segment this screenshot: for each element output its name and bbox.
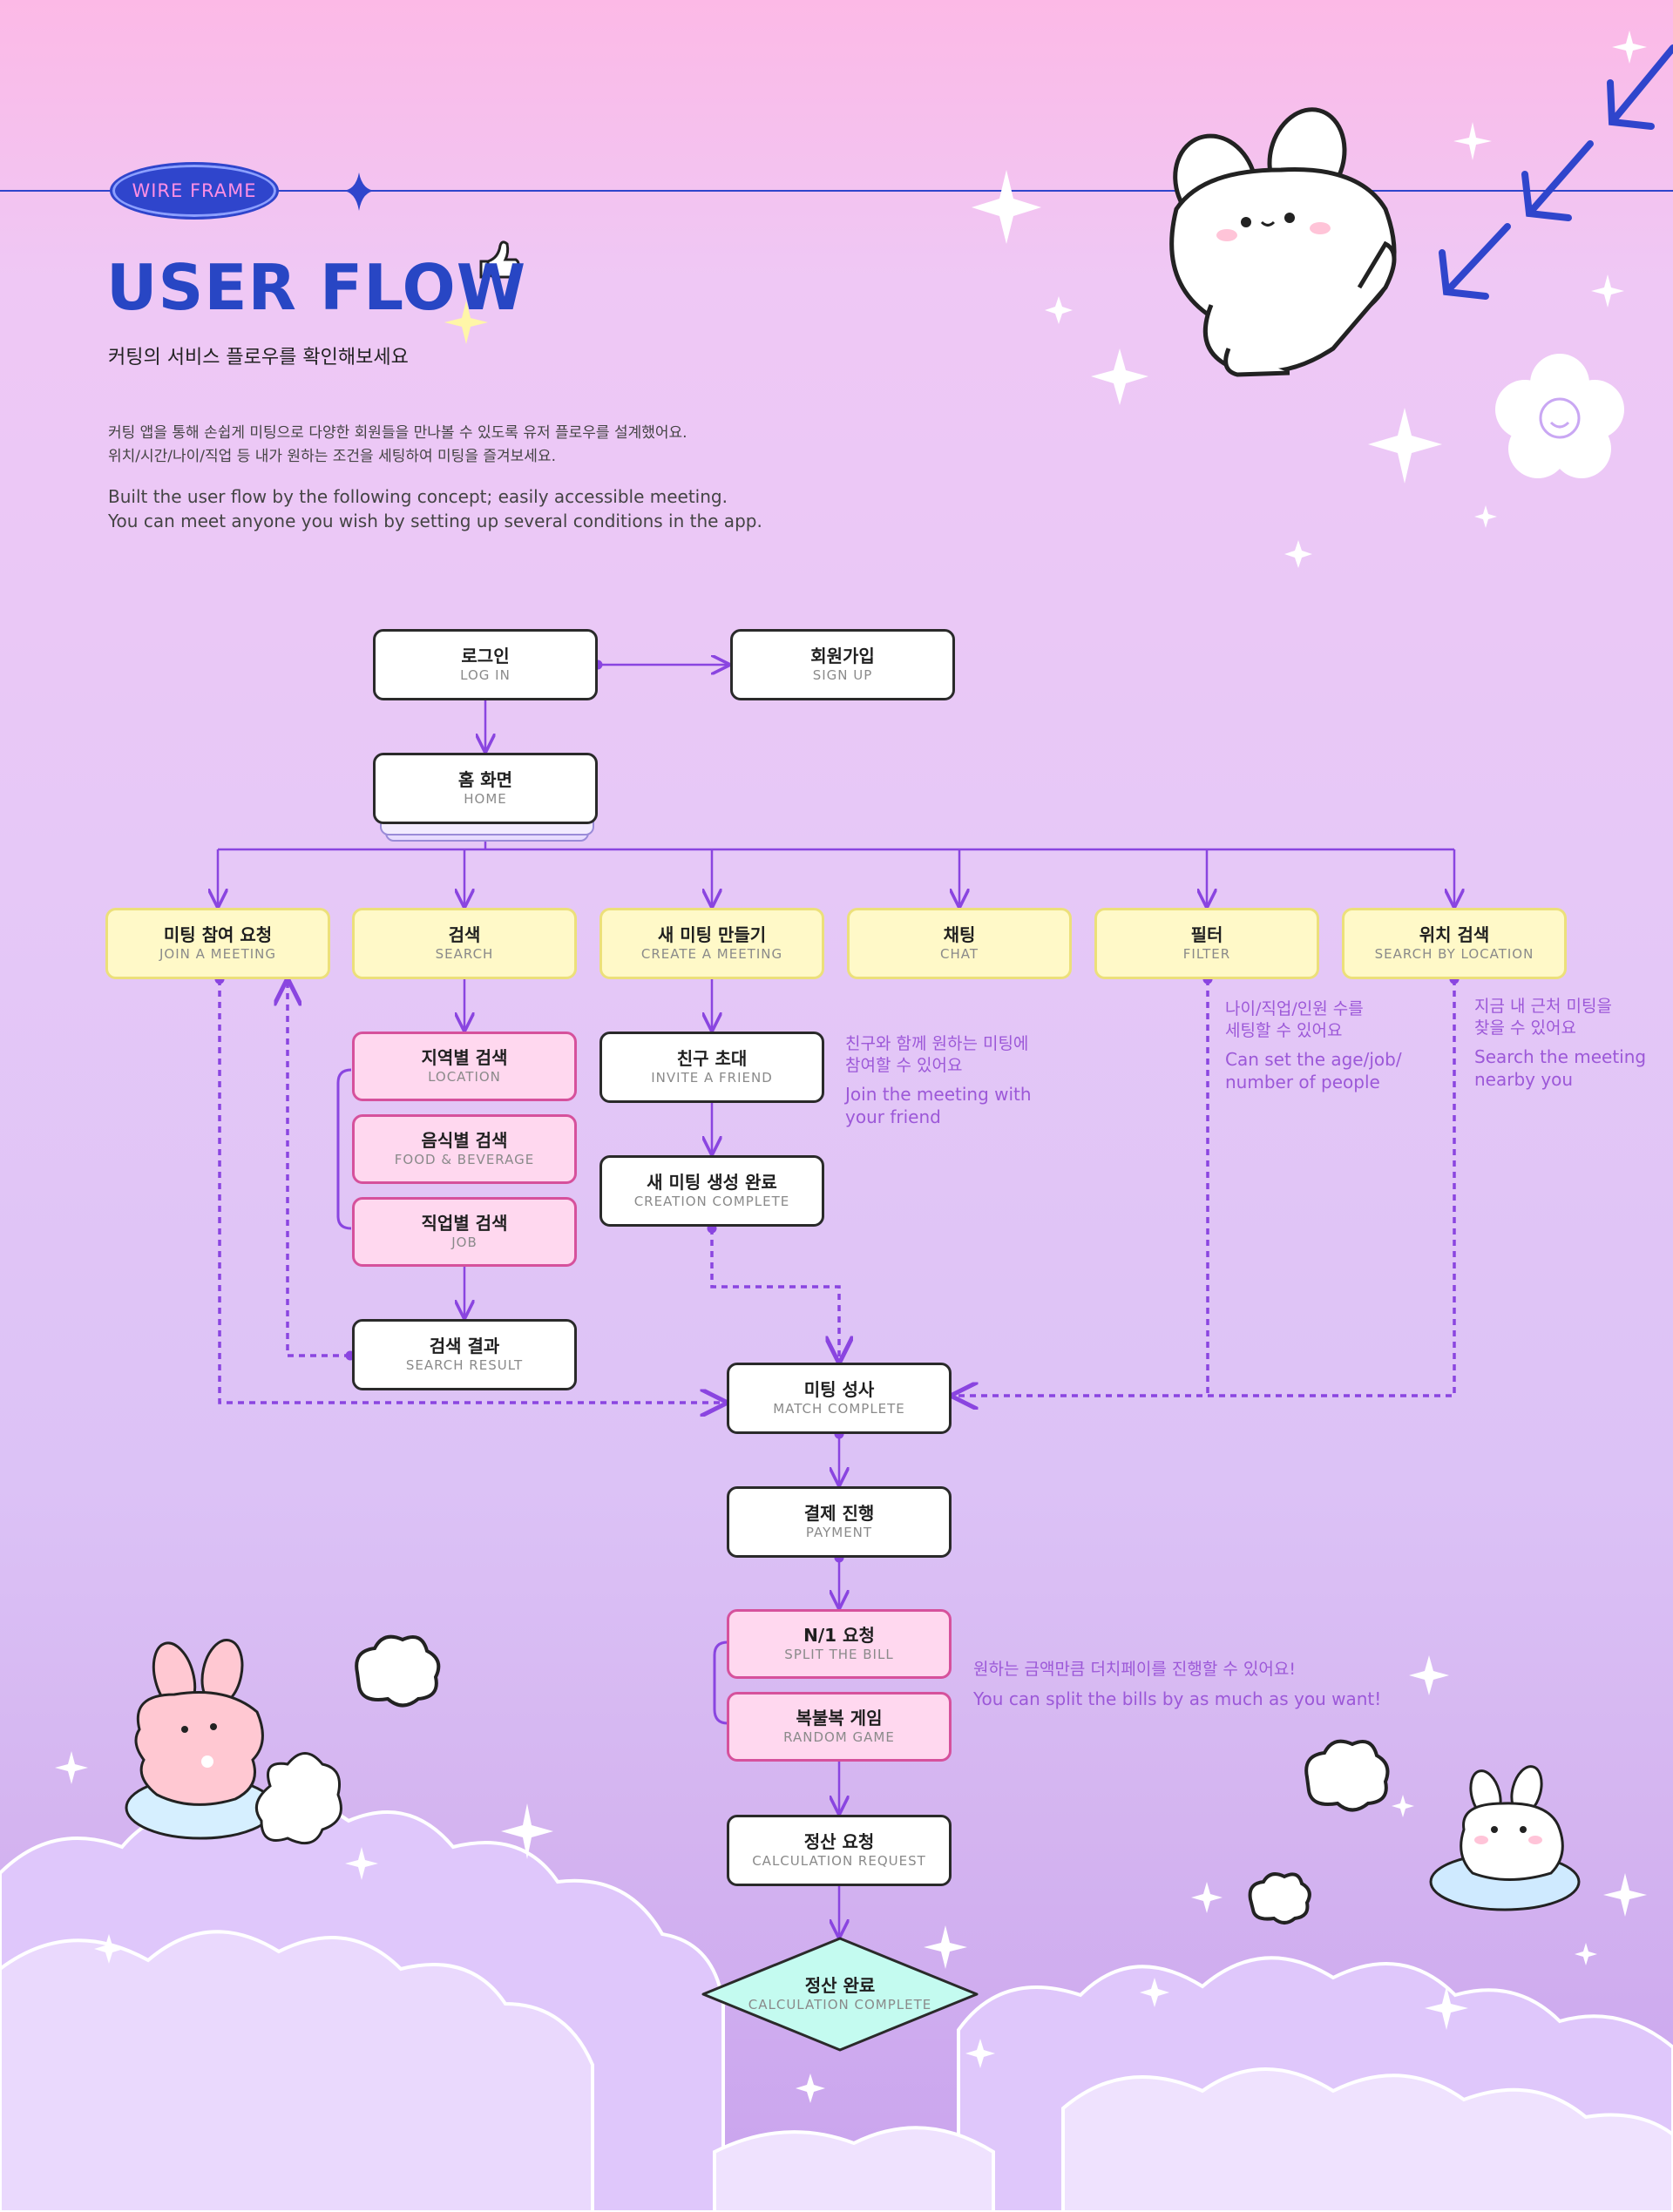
cloud-icon	[355, 1634, 1390, 1925]
node-label: 필터	[1190, 924, 1223, 946]
node-sublabel: FOOD & BEVERAGE	[394, 1152, 535, 1168]
sparkle-icon	[972, 30, 1647, 568]
note-korean: 원하는 금액만큼 더치페이를 진행할 수 있어요!	[973, 1660, 1296, 1679]
node-label: 새 미팅 생성 완료	[647, 1172, 777, 1194]
node-label: 미팅 참여 요청	[163, 924, 273, 946]
node-sublabel: RANDOM GAME	[783, 1729, 895, 1746]
node-login: 로그인 LOG IN	[373, 629, 598, 700]
node-label: 결제 진행	[803, 1503, 875, 1525]
note-english: You can split the bills by as much as yo…	[973, 1688, 1382, 1709]
node-chat: 채팅 CHAT	[847, 908, 1072, 979]
node-label: 새 미팅 만들기	[657, 924, 767, 946]
cloud-icon	[0, 1797, 1673, 2212]
thumbs-up-icon	[479, 240, 520, 279]
node-label: 검색	[448, 924, 481, 946]
node-search-food: 음식별 검색 FOOD & BEVERAGE	[352, 1114, 577, 1184]
sparkle-icon	[342, 172, 376, 211]
bunny-mascot-icon	[125, 1639, 342, 1845]
note-english: Join the meeting with your friend	[845, 1084, 1032, 1128]
note-korean: 친구와 함께 원하는 미팅에 참여할 수 있어요	[845, 1034, 1029, 1075]
diamond-shape	[701, 1937, 979, 2052]
node-label: 검색 결과	[429, 1336, 500, 1357]
node-sublabel: CALCULATION COMPLETE	[748, 1997, 932, 2013]
node-filter: 필터 FILTER	[1094, 908, 1319, 979]
note-korean: 나이/직업/인원 수를 세팅할 수 있어요	[1225, 999, 1364, 1040]
description-korean: 커팅 앱을 통해 손쉽게 미팅으로 다양한 회원들을 만나볼 수 있도록 유저 …	[108, 424, 687, 466]
node-home: 홈 화면 HOME	[373, 753, 598, 824]
flower-icon	[1495, 354, 1624, 478]
node-label: 채팅	[943, 924, 976, 946]
node-label: 직업별 검색	[421, 1213, 508, 1235]
note-korean: 지금 내 근처 미팅을 찾을 수 있어요	[1474, 997, 1612, 1038]
node-search-by-location: 위치 검색 SEARCH BY LOCATION	[1342, 908, 1567, 979]
node-sublabel: JOIN A MEETING	[159, 946, 276, 963]
page-subtitle: 커팅의 서비스 플로우를 확인해보세요	[108, 347, 409, 369]
node-sublabel: LOCATION	[428, 1069, 501, 1086]
node-search-job: 직업별 검색 JOB	[352, 1197, 577, 1267]
node-sublabel: SEARCH	[435, 946, 494, 963]
node-search-location: 지역별 검색 LOCATION	[352, 1032, 577, 1101]
node-match-complete: 미팅 성사 MATCH COMPLETE	[727, 1363, 952, 1434]
note-location: 지금 내 근처 미팅을 찾을 수 있어요 Search the meeting …	[1474, 996, 1646, 1091]
node-sublabel: LOG IN	[460, 667, 511, 684]
arrow-icon	[1439, 44, 1673, 300]
node-label: 회원가입	[810, 646, 875, 667]
bunny-mascot-icon	[1429, 1765, 1581, 1911]
note-invite: 친구와 함께 원하는 미팅에 참여할 수 있어요 Join the meetin…	[845, 1033, 1032, 1128]
node-calculation-complete: 정산 완료 CALCULATION COMPLETE	[727, 1958, 953, 2030]
sparkle-icon	[55, 1655, 1647, 2103]
node-sublabel: SIGN UP	[812, 667, 873, 684]
node-label: 정산 요청	[803, 1831, 875, 1853]
node-sublabel: SEARCH BY LOCATION	[1374, 946, 1534, 963]
node-sublabel: PAYMENT	[805, 1525, 873, 1541]
node-sublabel: MATCH COMPLETE	[773, 1401, 905, 1417]
wireframe-badge: WIRE FRAME	[110, 162, 279, 220]
node-create-meeting: 새 미팅 만들기 CREATE A MEETING	[599, 908, 824, 979]
node-sublabel: INVITE A FRIEND	[651, 1070, 773, 1086]
node-label: 친구 초대	[676, 1048, 748, 1070]
node-label: 정산 완료	[804, 1975, 876, 1997]
node-search-result: 검색 결과 SEARCH RESULT	[352, 1319, 577, 1390]
node-sublabel: CALCULATION REQUEST	[752, 1853, 926, 1870]
node-label: N/1 요청	[803, 1625, 875, 1647]
node-label: 홈 화면	[457, 769, 513, 791]
node-creation-complete: 새 미팅 생성 완료 CREATION COMPLETE	[599, 1155, 824, 1227]
node-signup: 회원가입 SIGN UP	[730, 629, 955, 700]
note-english: Search the meeting nearby you	[1474, 1046, 1647, 1091]
node-sublabel: CREATE A MEETING	[640, 946, 783, 963]
node-invite-friend: 친구 초대 INVITE A FRIEND	[599, 1032, 824, 1103]
note-split: 원하는 금액만큼 더치페이를 진행할 수 있어요! You can split …	[973, 1659, 1381, 1710]
node-label: 로그인	[461, 646, 510, 667]
node-sublabel: HOME	[464, 791, 507, 808]
node-sublabel: SPLIT THE BILL	[784, 1647, 894, 1663]
node-sublabel: SEARCH RESULT	[405, 1357, 524, 1374]
node-payment: 결제 진행 PAYMENT	[727, 1486, 952, 1558]
bunny-mascot-icon	[1169, 107, 1397, 377]
node-split-bill: N/1 요청 SPLIT THE BILL	[727, 1609, 952, 1679]
node-sublabel: FILTER	[1182, 946, 1231, 963]
note-filter: 나이/직업/인원 수를 세팅할 수 있어요 Can set the age/jo…	[1225, 998, 1402, 1093]
node-sublabel: CREATION COMPLETE	[633, 1194, 790, 1210]
node-label: 미팅 성사	[803, 1379, 875, 1401]
node-join-meeting: 미팅 참여 요청 JOIN A MEETING	[105, 908, 330, 979]
note-english: Can set the age/job/ number of people	[1225, 1049, 1402, 1093]
node-sublabel: CHAT	[939, 946, 979, 963]
description-english: Built the user flow by the following con…	[108, 486, 762, 531]
node-sublabel: JOB	[451, 1235, 478, 1251]
node-label: 지역별 검색	[421, 1047, 508, 1069]
page-title: USER FLOW	[106, 251, 527, 324]
node-label: 음식별 검색	[421, 1130, 508, 1152]
node-search: 검색 SEARCH	[352, 908, 577, 979]
node-calculation-request: 정산 요청 CALCULATION REQUEST	[727, 1815, 952, 1886]
node-label: 복불복 게임	[796, 1708, 883, 1729]
node-random-game: 복불복 게임 RANDOM GAME	[727, 1692, 952, 1762]
node-label: 위치 검색	[1419, 924, 1490, 946]
